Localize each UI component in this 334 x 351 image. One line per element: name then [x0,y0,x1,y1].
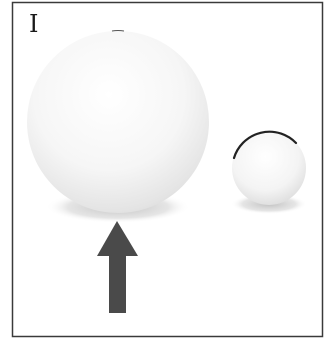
large-sphere-rim-mark [112,31,124,32]
arrow-shaft [109,255,126,313]
arrow [97,221,138,313]
panel-label: I [29,10,38,38]
large-sphere [27,31,209,213]
arrow-head [97,221,138,256]
